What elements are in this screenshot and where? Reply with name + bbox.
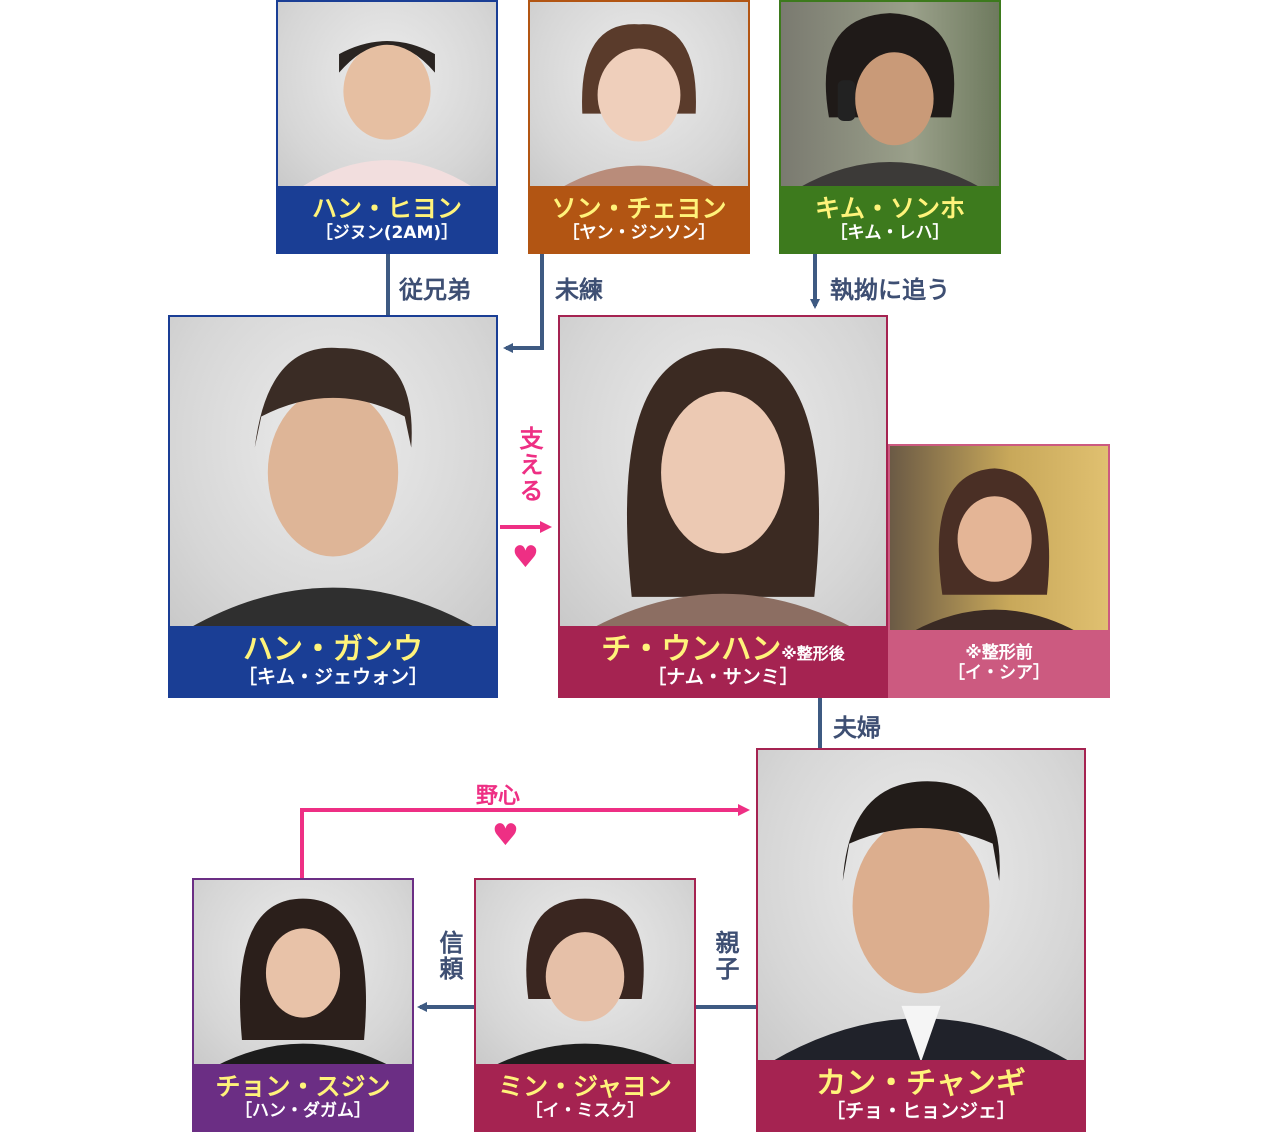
name-label: ソン・チェヨン ［ヤン・ジンソン］ xyxy=(530,186,748,252)
portrait xyxy=(890,446,1108,632)
name-label: ハン・ヒヨン ［ジヌン(2AM)］ xyxy=(278,186,496,252)
heart-icon: ♥ xyxy=(492,818,519,853)
name-label: キム・ソンホ ［キム・レハ］ xyxy=(781,186,999,252)
actor-name: ［キム・レハ］ xyxy=(830,222,950,243)
actor-name: ［キム・ジェウォン］ xyxy=(237,666,428,689)
actor-name: ［ハン・ダガム］ xyxy=(235,1100,371,1121)
name-label: ハン・ガンウ ［キム・ジェウォン］ xyxy=(170,626,496,696)
relation-trust: 信頼 xyxy=(435,930,463,982)
portrait xyxy=(194,880,412,1066)
character-card-kan-changi: カン・チャンギ ［チョ・ヒョンジェ］ xyxy=(756,748,1086,1132)
character-name: ハン・ヒヨン xyxy=(311,194,462,224)
line-ambition xyxy=(300,804,750,878)
relation-parent-child: 親子 xyxy=(711,930,739,982)
portrait xyxy=(560,317,886,628)
name-label: チ・ウンハン※整形後 ［ナム・サンミ］ xyxy=(560,626,886,696)
name-label: ミン・ジャヨン ［イ・ミスク］ xyxy=(476,1064,694,1130)
portrait xyxy=(530,2,748,188)
portrait xyxy=(758,750,1084,1062)
character-name: ミン・ジャヨン xyxy=(498,1072,672,1102)
character-name: ハン・ガンウ xyxy=(243,632,423,668)
actor-name: ［チョ・ヒョンジェ］ xyxy=(825,1100,1016,1123)
character-card-chi-unhan-before: ※整形前 ［イ・シア］ xyxy=(888,444,1110,698)
actor-name: ［ヤン・ジンソン］ xyxy=(562,222,716,243)
actor-name: ［イ・シア］ xyxy=(948,663,1050,683)
character-card-kim-sonho: キム・ソンホ ［キム・レハ］ xyxy=(779,0,1001,254)
actor-name: ［ナム・サンミ］ xyxy=(647,666,799,689)
actor-name: ［ジヌン(2AM)］ xyxy=(315,222,459,243)
character-name: チ・ウンハン※整形後 xyxy=(601,633,845,666)
relation-support: 支える xyxy=(515,426,543,504)
character-card-chon-sujin: チョン・スジン ［ハン・ダガム］ xyxy=(192,878,414,1132)
character-name: チョン・スジン xyxy=(215,1072,391,1102)
actor-name: ［イ・ミスク］ xyxy=(525,1100,645,1121)
relation-pursue: 執拗に追う xyxy=(830,276,950,304)
character-card-son-chaeyon: ソン・チェヨン ［ヤン・ジンソン］ xyxy=(528,0,750,254)
character-name: ソン・チェヨン xyxy=(551,194,727,224)
portrait xyxy=(278,2,496,188)
name-label: チョン・スジン ［ハン・ダガム］ xyxy=(194,1064,412,1130)
name-label: ※整形前 ［イ・シア］ xyxy=(890,630,1108,696)
name-label: カン・チャンギ ［チョ・ヒョンジェ］ xyxy=(758,1060,1084,1130)
character-card-han-ganu: ハン・ガンウ ［キム・ジェウォン］ xyxy=(168,315,498,698)
character-card-min-jayon: ミン・ジャヨン ［イ・ミスク］ xyxy=(474,878,696,1132)
relation-lingering: 未練 xyxy=(555,276,603,304)
heart-icon: ♥ xyxy=(512,540,539,575)
relation-ambition: 野心 xyxy=(476,784,521,809)
relation-cousins: 従兄弟 xyxy=(399,276,471,304)
character-name: キム・ソンホ xyxy=(814,194,965,224)
portrait xyxy=(476,880,694,1066)
character-card-chi-unhan: チ・ウンハン※整形後 ［ナム・サンミ］ xyxy=(558,315,888,698)
character-note: ※整形前 xyxy=(965,642,1033,663)
line-lingering xyxy=(503,254,544,353)
character-card-han-hyeon: ハン・ヒヨン ［ジヌン(2AM)］ xyxy=(276,0,498,254)
character-note: ※整形後 xyxy=(781,644,845,664)
portrait xyxy=(170,317,496,628)
portrait xyxy=(781,2,999,188)
relation-couple: 夫婦 xyxy=(833,714,881,742)
character-name: カン・チャンギ xyxy=(816,1066,1026,1102)
character-name-text: チ・ウンハン xyxy=(601,632,782,668)
